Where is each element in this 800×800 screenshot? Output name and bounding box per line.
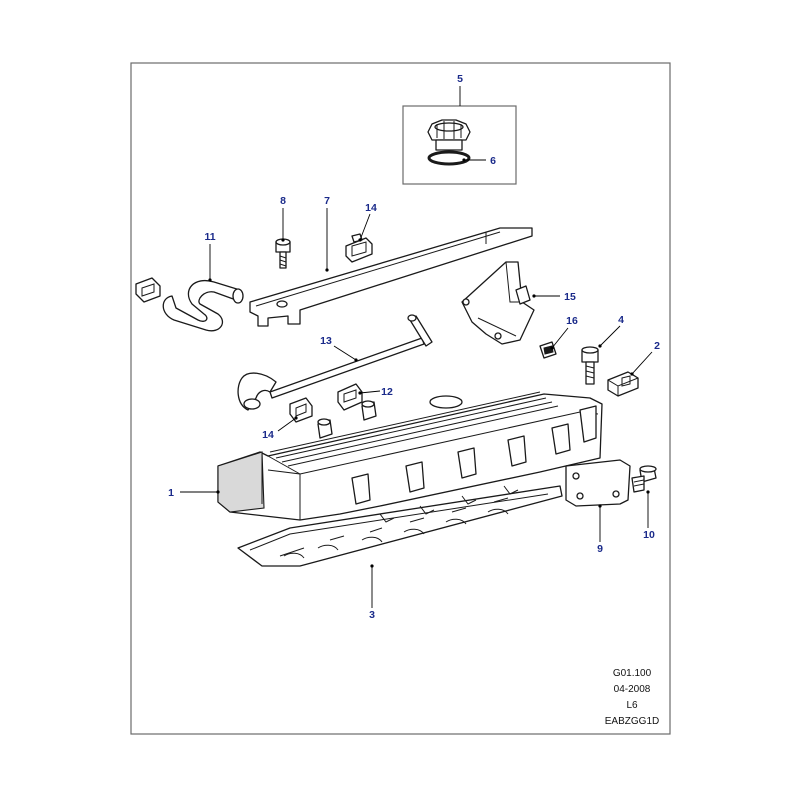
callout-8: 8: [280, 195, 286, 207]
bracket-15: [461, 261, 535, 345]
callout-6: 6: [490, 155, 496, 167]
callout-14-upper: 14: [365, 202, 377, 214]
bolt-4: [581, 346, 599, 385]
hose-clip-lower: [289, 397, 313, 423]
callout-14-lower: 14: [262, 429, 274, 441]
reference-drawing-id: EABZGG1D: [605, 716, 659, 727]
hose-clip-12: [337, 383, 363, 411]
callout-11: 11: [204, 231, 215, 243]
oil-filler-cap: [427, 119, 471, 151]
stud-bolt-10: [631, 465, 657, 493]
breather-pipe-13: [237, 314, 433, 411]
oil-cap-seal: [427, 150, 471, 166]
hose-clip-upper: [345, 233, 373, 263]
callout-7: 7: [324, 195, 330, 207]
callout-10: 10: [643, 529, 655, 541]
gasket-plate-9: [565, 459, 631, 507]
reference-code: G01.100: [613, 668, 652, 679]
valve-cover-1: [217, 391, 603, 523]
reference-engine: L6: [626, 700, 638, 711]
clip-block-2: [607, 371, 639, 397]
callout-3: 3: [369, 609, 375, 621]
cover-rail: [249, 227, 533, 327]
callout-5: 5: [457, 73, 463, 85]
callout-13: 13: [320, 335, 332, 347]
callout-4: 4: [618, 314, 624, 326]
reference-block: G01.100 04-2008 L6 EABZGG1D: [605, 668, 659, 727]
reference-date: 04-2008: [614, 684, 651, 695]
breather-hose-11: [162, 279, 244, 332]
hose-clip-11: [135, 277, 161, 303]
callout-12: 12: [381, 386, 393, 398]
callout-15: 15: [564, 291, 576, 303]
callout-1: 1: [168, 487, 174, 499]
leader-lines: [180, 86, 653, 608]
callout-9: 9: [597, 543, 603, 555]
cover-gasket-3: [237, 485, 563, 567]
callout-labels: 5 6 8 7 14 11 15 16 4 2 13 12 14 1 3 9 1…: [168, 73, 660, 621]
callout-16: 16: [566, 315, 578, 327]
callout-2: 2: [654, 340, 660, 352]
bolt-16: [539, 341, 557, 359]
